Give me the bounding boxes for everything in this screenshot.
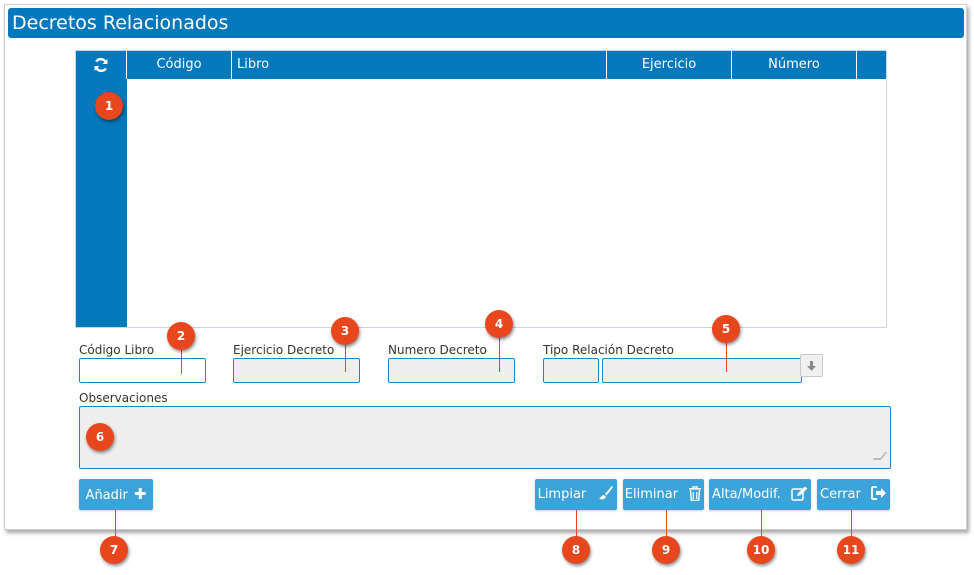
anadir-button[interactable]: Añadir ✚ bbox=[79, 479, 153, 510]
column-header-spacer bbox=[857, 51, 886, 79]
callout-leader bbox=[499, 338, 500, 372]
callout-2: 2 bbox=[167, 322, 195, 350]
panel-title: Decretos Relacionados bbox=[8, 8, 964, 38]
edit-icon bbox=[791, 486, 808, 501]
callout-5: 5 bbox=[712, 315, 740, 343]
decretos-grid: Código Libro Ejercicio Número bbox=[75, 50, 887, 328]
tipo-relacion-dropdown-button[interactable] bbox=[800, 354, 823, 377]
callout-leader bbox=[115, 510, 116, 538]
column-header-ejercicio[interactable]: Ejercicio bbox=[607, 51, 732, 79]
callout-leader bbox=[345, 344, 346, 372]
column-header-codigo[interactable]: Código bbox=[127, 51, 232, 79]
callout-11: 11 bbox=[837, 536, 865, 564]
sign-out-icon bbox=[871, 486, 886, 500]
numero-decreto-input[interactable] bbox=[388, 358, 515, 383]
column-header-numero[interactable]: Número bbox=[732, 51, 857, 79]
brush-icon bbox=[599, 486, 614, 500]
trash-icon bbox=[689, 485, 702, 502]
callout-leader bbox=[851, 510, 852, 538]
callout-3: 3 bbox=[331, 317, 359, 345]
grid-row-selector-column bbox=[76, 79, 127, 327]
cerrar-button[interactable]: Cerrar bbox=[817, 479, 890, 510]
refresh-button[interactable] bbox=[76, 51, 127, 79]
tipo-relacion-desc-input[interactable] bbox=[602, 358, 802, 383]
callout-leader bbox=[666, 510, 667, 538]
limpiar-label: Limpiar bbox=[537, 487, 587, 502]
callout-4: 4 bbox=[485, 310, 513, 338]
callout-leader bbox=[726, 342, 727, 372]
ejercicio-decreto-input[interactable] bbox=[233, 358, 360, 383]
observaciones-textarea[interactable] bbox=[79, 406, 891, 469]
numero-decreto-label: Numero Decreto bbox=[388, 343, 487, 357]
callout-leader bbox=[181, 348, 182, 374]
callout-10: 10 bbox=[747, 536, 775, 564]
tipo-relacion-code-input[interactable] bbox=[543, 358, 599, 383]
callout-leader bbox=[761, 510, 762, 538]
plus-icon: ✚ bbox=[133, 485, 147, 503]
tipo-relacion-decreto-label: Tipo Relación Decreto bbox=[543, 343, 674, 357]
limpiar-button[interactable]: Limpiar bbox=[535, 479, 617, 510]
refresh-icon bbox=[94, 57, 108, 73]
eliminar-button[interactable]: Eliminar bbox=[623, 479, 704, 510]
codigo-libro-label: Código Libro bbox=[79, 343, 155, 357]
callout-6: 6 bbox=[86, 423, 114, 451]
alta-modif-button[interactable]: Alta/Modif. bbox=[709, 479, 811, 510]
grid-header: Código Libro Ejercicio Número bbox=[76, 51, 886, 79]
ejercicio-decreto-label: Ejercicio Decreto bbox=[233, 343, 335, 357]
codigo-libro-input[interactable] bbox=[79, 358, 206, 383]
callout-7: 7 bbox=[100, 536, 128, 564]
arrow-down-icon bbox=[807, 361, 816, 371]
callout-leader bbox=[576, 510, 577, 538]
cerrar-label: Cerrar bbox=[820, 487, 861, 502]
eliminar-label: Eliminar bbox=[624, 487, 679, 502]
anadir-label: Añadir bbox=[85, 488, 128, 503]
callout-8: 8 bbox=[562, 536, 590, 564]
column-header-libro[interactable]: Libro bbox=[232, 51, 607, 79]
callout-1: 1 bbox=[95, 92, 123, 120]
observaciones-label: Observaciones bbox=[79, 391, 168, 405]
callout-9: 9 bbox=[652, 536, 680, 564]
alta-modif-label: Alta/Modif. bbox=[712, 487, 781, 502]
